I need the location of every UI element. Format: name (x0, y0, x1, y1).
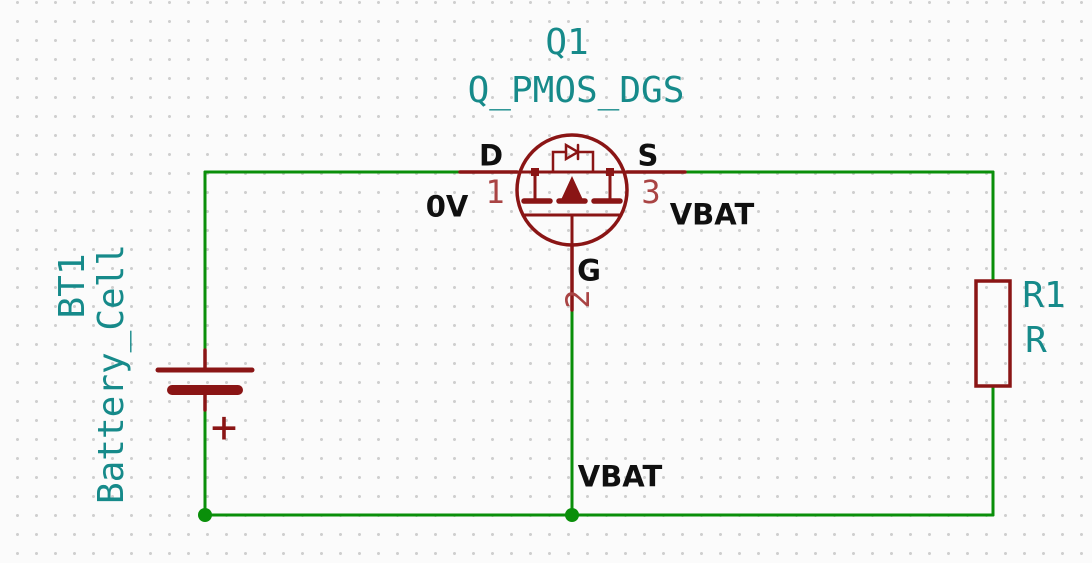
q1-value[interactable]: Q_PMOS_DGS (467, 70, 685, 111)
net-label-vbat-source[interactable]: VBAT (669, 197, 755, 232)
q1-reference[interactable]: Q1 (545, 22, 589, 63)
battery-symbol[interactable] (155, 348, 255, 412)
q1-pin-d-name: D (478, 138, 504, 173)
bt1-value[interactable]: Battery_Cell (91, 243, 132, 505)
pmos-symbol[interactable] (458, 133, 687, 312)
q1-pin-d-number: 1 (485, 173, 505, 211)
resistor-symbol[interactable] (974, 279, 1012, 388)
r1-value[interactable]: R (1025, 320, 1047, 361)
junction-dot-left (198, 508, 212, 522)
r1-reference[interactable]: R1 (1022, 275, 1066, 316)
q1-pin-s-number: 3 (641, 173, 661, 211)
q1-pin-g-name: G (577, 253, 601, 288)
net-label-vbat-gate[interactable]: VBAT (577, 459, 663, 494)
junction-dot-center (565, 508, 579, 522)
q1-pin-s-name: S (637, 138, 659, 173)
q1-pin-g-number: 2 (559, 289, 597, 309)
net-label-0v[interactable]: 0V (425, 189, 469, 224)
bt1-reference[interactable]: BT1 (52, 253, 93, 319)
battery-plus-mark: + (210, 402, 238, 453)
